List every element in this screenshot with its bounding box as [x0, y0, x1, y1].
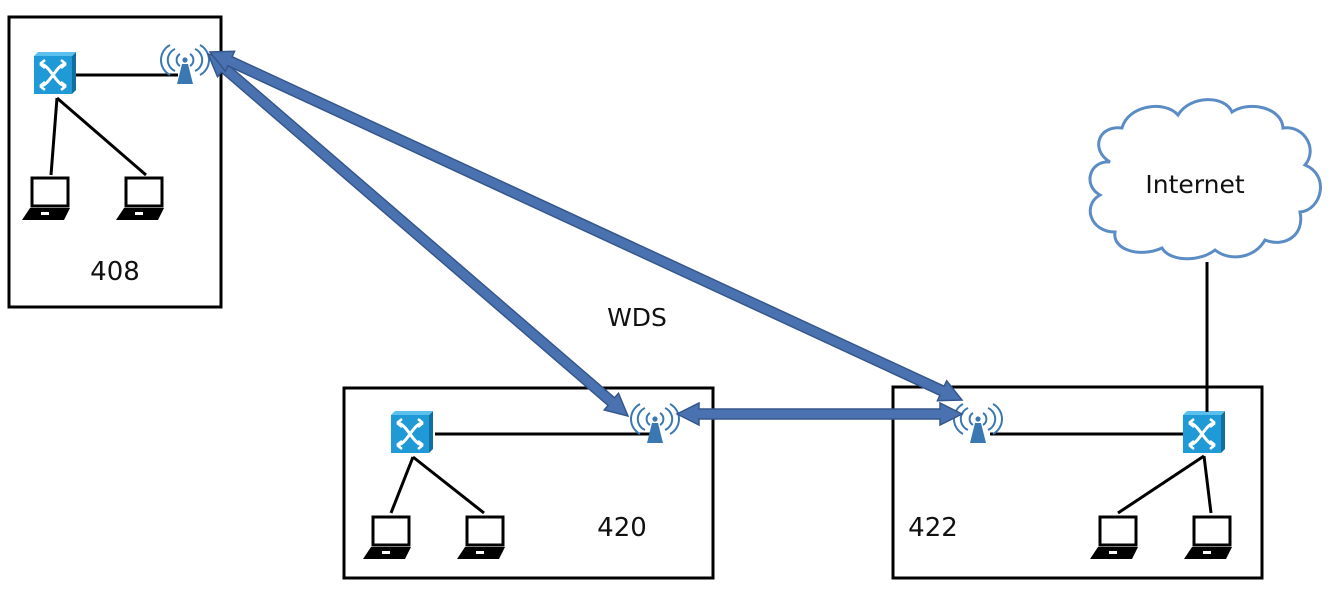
- network-422: 422: [891, 385, 1264, 580]
- wds-links: [206, 50, 964, 427]
- wds-link-arrow-420-422: [675, 401, 964, 427]
- wire: [49, 97, 59, 176]
- wire: [1117, 454, 1205, 515]
- wds-label: WDS: [607, 303, 667, 332]
- wds-link-arrow-408-420: [206, 52, 630, 418]
- wire: [1202, 455, 1213, 514]
- switch-icon: [32, 50, 78, 96]
- wire: [389, 456, 415, 514]
- internet-cloud: Internet: [1088, 98, 1322, 261]
- network-408: 408: [7, 15, 223, 309]
- wds-link-arrow-408-422: [208, 50, 964, 402]
- switch-icon: [1181, 409, 1227, 455]
- internet-label: Internet: [1145, 170, 1244, 199]
- wire: [412, 455, 485, 515]
- cloud-icon: [1088, 98, 1322, 261]
- wire: [56, 96, 147, 177]
- network-422-label: 422: [908, 513, 958, 543]
- network-420: 420: [342, 386, 715, 580]
- switch-icon: [389, 409, 435, 455]
- network-420-label: 420: [597, 513, 647, 543]
- network-408-label: 408: [90, 257, 140, 287]
